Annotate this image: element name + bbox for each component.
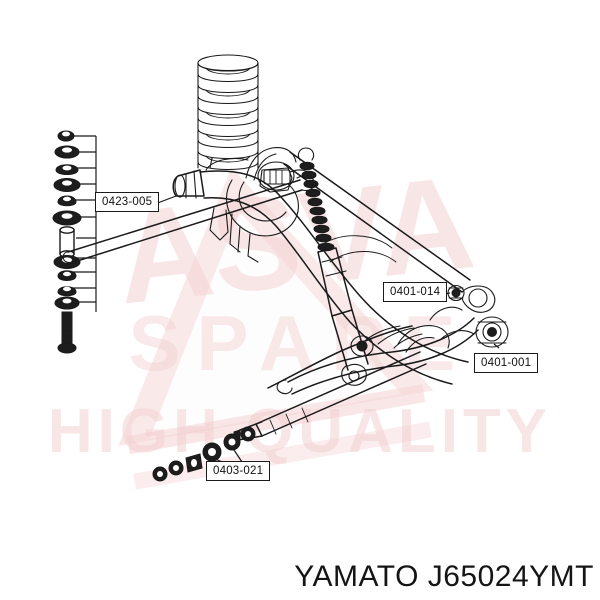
watermark: ASVA SPARE HIGH QUALITY bbox=[48, 148, 552, 490]
caption-bar: YAMATO J65024YMT bbox=[0, 548, 600, 600]
shock-absorber bbox=[297, 147, 369, 386]
exploded-small-bushings bbox=[152, 426, 256, 482]
callout-0401-014[interactable]: 0401-014 bbox=[383, 282, 448, 303]
exploded-washer-bolt-stack bbox=[52, 130, 97, 354]
watermark-line3: HIGH QUALITY bbox=[48, 397, 552, 466]
callout-0423-005[interactable]: 0423-005 bbox=[95, 192, 160, 213]
callout-0401-001[interactable]: 0401-001 bbox=[474, 353, 539, 374]
callout-0403-021[interactable]: 0403-021 bbox=[206, 461, 271, 482]
trailing-arm-bushing bbox=[475, 316, 509, 348]
coil-spring bbox=[197, 54, 259, 170]
caption-text: YAMATO J65024YMT bbox=[294, 560, 594, 593]
watermark-line2: SPARE bbox=[129, 299, 472, 387]
stabilizer-bar bbox=[267, 325, 423, 389]
bolt bbox=[57, 311, 77, 354]
lateral-control-rod bbox=[283, 151, 496, 313]
